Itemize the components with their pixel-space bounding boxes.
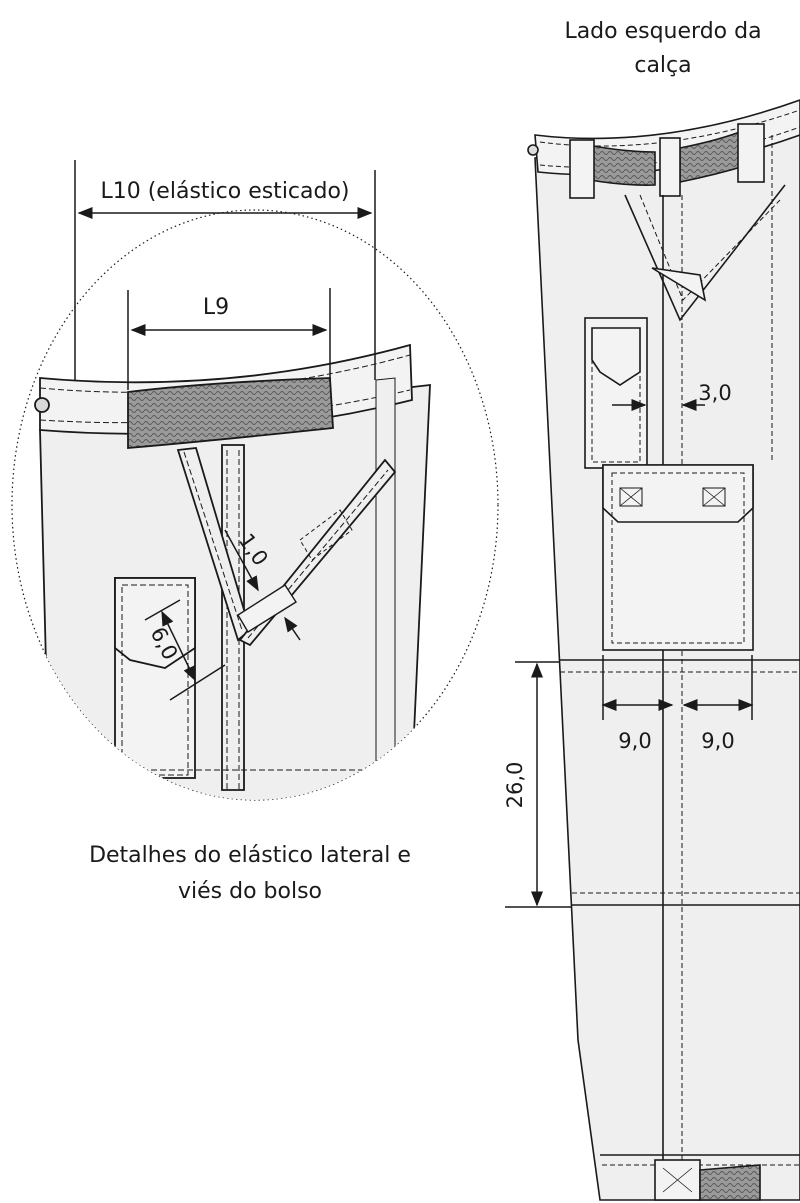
dim-3-0-label: 3,0	[698, 381, 731, 405]
leg-outline	[534, 117, 800, 1201]
dim-26-0-label: 26,0	[503, 762, 527, 809]
dim-9-0-right-label: 9,0	[701, 729, 734, 753]
caption-line-1: Detalhes do elástico lateral e	[89, 843, 411, 868]
title-line-2: calça	[634, 53, 691, 78]
pants-dimensions	[505, 399, 754, 908]
detail-drawing	[34, 343, 431, 800]
caption-line-2: viés do bolso	[178, 879, 322, 904]
pants-left-side-drawing	[527, 99, 800, 1201]
detail-elastic	[127, 377, 334, 449]
dim-l10-label: L10 (elástico esticado)	[100, 179, 349, 204]
elastic-section	[587, 144, 656, 186]
title-line-1: Lado esquerdo da	[564, 19, 761, 44]
dim-9-0-left-label: 9,0	[618, 729, 651, 753]
dim-l9-label: L9	[203, 295, 229, 320]
detail-dimensions	[74, 160, 376, 701]
